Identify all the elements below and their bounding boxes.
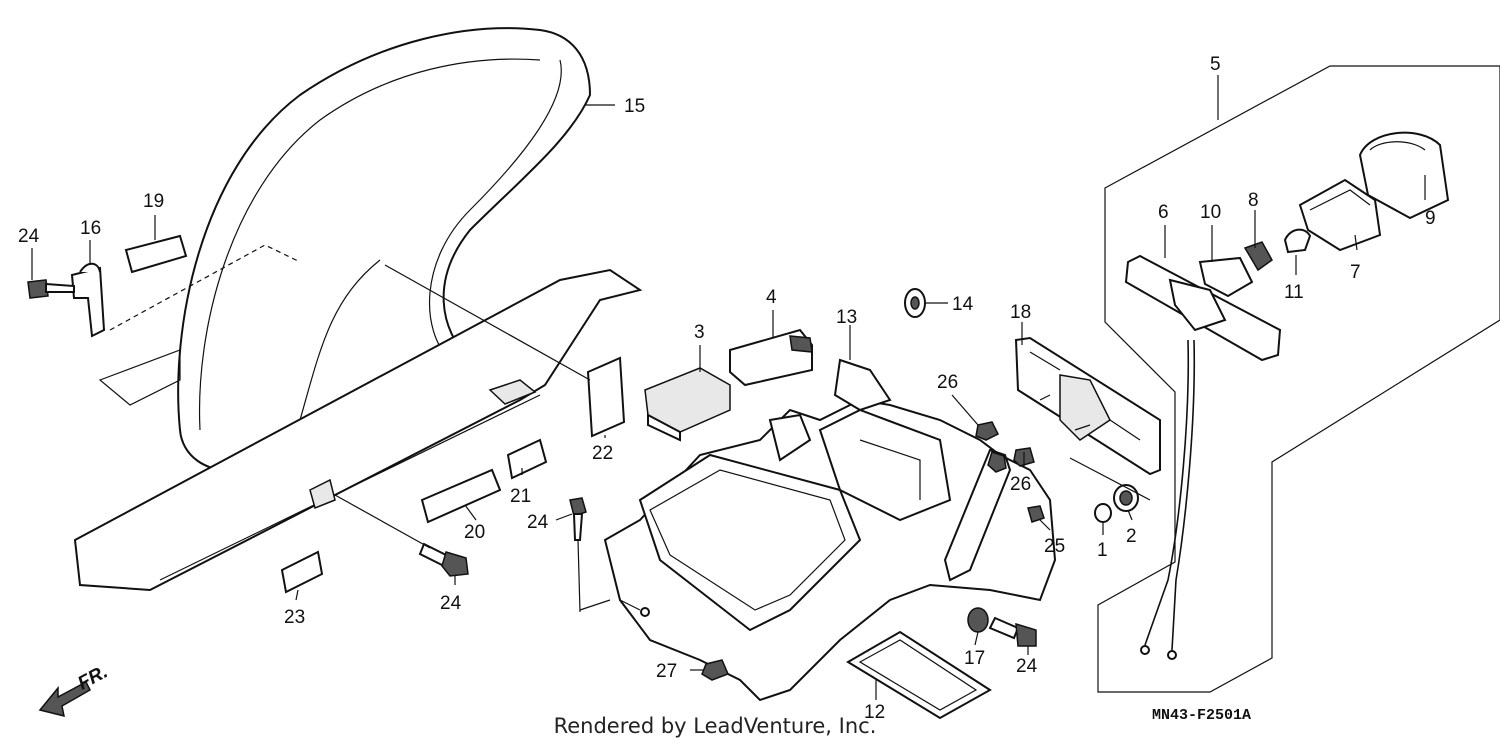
callout-9: 9 — [1425, 208, 1436, 229]
render-credit: Rendered by LeadVenture, Inc. — [553, 714, 877, 738]
callout-4: 4 — [766, 287, 777, 308]
front-arrow — [38, 680, 91, 718]
callout-25: 25 — [1044, 536, 1065, 557]
callout-5: 5 — [1210, 54, 1221, 75]
callout-12: 12 — [864, 702, 885, 723]
callout-10: 10 — [1200, 202, 1221, 223]
reflector-plate — [846, 630, 992, 720]
callout-17: 17 — [964, 648, 985, 669]
inner-fender-drawing — [577, 358, 1057, 702]
callout-21: 21 — [510, 486, 531, 507]
callout-1: 1 — [1097, 540, 1108, 561]
callout-16: 16 — [80, 218, 101, 239]
callout-24-d: 24 — [1016, 656, 1038, 677]
grommet-14 — [904, 288, 926, 318]
callout-24-b: 24 — [440, 593, 462, 614]
washer-grommet — [1069, 457, 1151, 523]
callout-6: 6 — [1158, 202, 1169, 223]
rear-fender-drawing — [73, 27, 643, 592]
callout-19: 19 — [143, 191, 164, 212]
bolt-24-vertical — [569, 497, 587, 541]
hardware-small — [701, 421, 1045, 681]
relay-unit — [644, 328, 813, 442]
callout-24-a: 24 — [18, 226, 40, 247]
callout-3: 3 — [694, 322, 705, 343]
callout-26-b: 26 — [1010, 474, 1031, 495]
callout-11: 11 — [1284, 282, 1304, 303]
callout-2: 2 — [1126, 526, 1137, 547]
decal-shapes — [124, 234, 626, 594]
callout-22: 22 — [592, 443, 613, 464]
callout-26-a: 26 — [937, 372, 958, 393]
callout-24-c: 24 — [527, 512, 549, 533]
leader-lines — [31, 75, 1426, 700]
callout-15: 15 — [624, 96, 645, 117]
diagram-code: MN43-F2501A — [1152, 707, 1251, 724]
callout-20: 20 — [464, 522, 485, 543]
callout-labels: 1 2 3 4 5 6 7 8 9 10 11 12 13 14 15 16 1… — [18, 54, 1436, 724]
tail-light-parts — [1124, 131, 1450, 660]
callout-23: 23 — [284, 607, 305, 628]
license-bracket — [1014, 336, 1161, 476]
assembly-boundary — [1097, 65, 1500, 693]
callout-13: 13 — [836, 307, 857, 328]
callout-7: 7 — [1350, 262, 1361, 283]
bolt-24-center — [334, 494, 469, 577]
callout-27: 27 — [656, 661, 677, 682]
callout-18: 18 — [1010, 302, 1031, 323]
callout-14: 14 — [952, 294, 974, 315]
bracket-bolt-upper-left — [27, 262, 106, 338]
callout-8: 8 — [1248, 190, 1259, 211]
